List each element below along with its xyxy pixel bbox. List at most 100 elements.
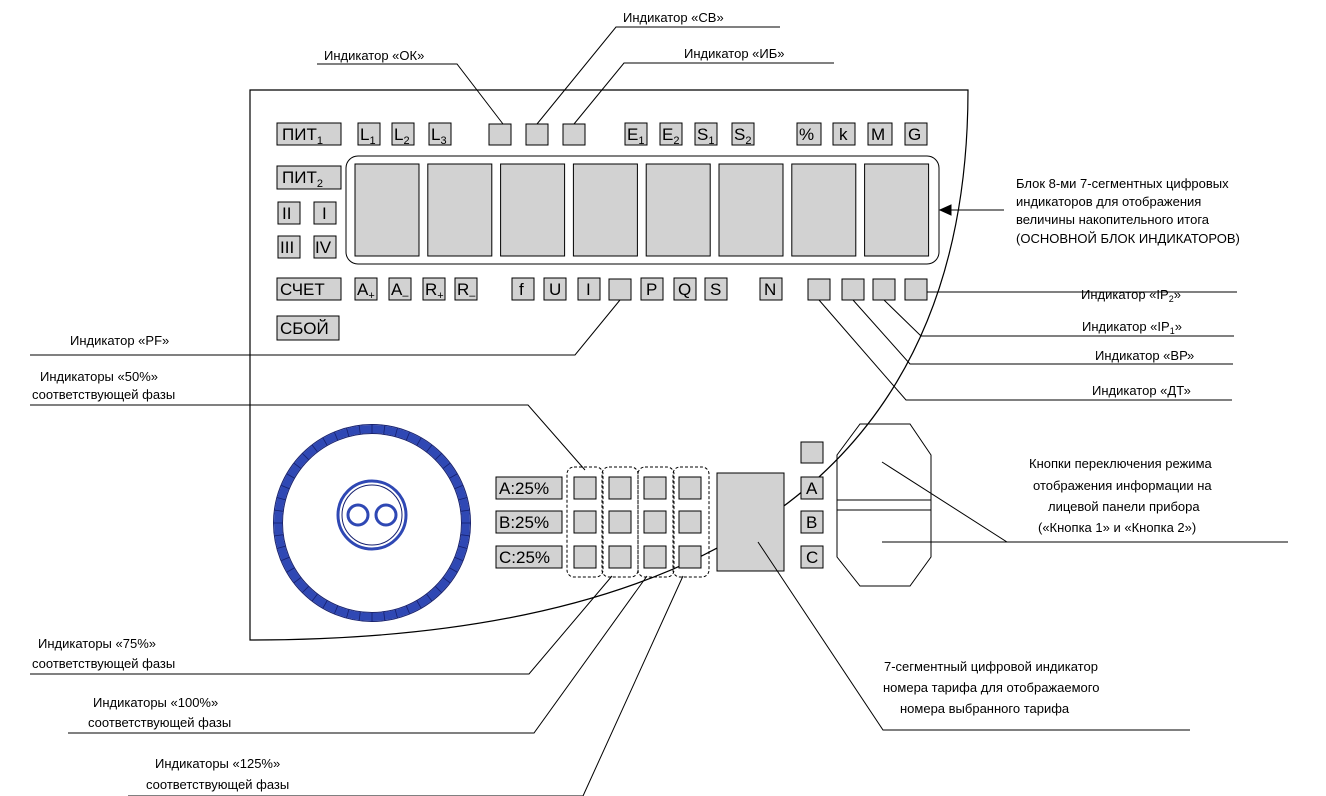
dial-tick — [449, 567, 458, 573]
ann-sv: Индикатор «СВ» — [623, 10, 724, 25]
label-e2: E — [662, 125, 673, 144]
label-p: P — [646, 280, 657, 299]
box-m-frame — [867, 122, 893, 146]
leader-main-block-arrow — [938, 204, 952, 216]
ann-ip1-end: » — [1175, 319, 1182, 334]
box-pit1-frame — [276, 122, 342, 146]
box-l1: L1 — [357, 122, 381, 147]
dial-tick — [394, 609, 398, 619]
label-s2-sub: 2 — [745, 135, 751, 147]
dial — [273, 424, 471, 622]
dial-tick — [405, 431, 411, 441]
leader-100 — [68, 575, 648, 734]
svg-text:L2: L2 — [394, 125, 410, 147]
label-u: U — [549, 280, 561, 299]
dial-tick — [322, 600, 328, 609]
dial-tick — [276, 545, 286, 549]
indicator-125-phase-c — [678, 545, 702, 569]
label-a-plus: A — [357, 280, 369, 299]
seven-segment-digit-8 — [864, 163, 930, 257]
label-phase-a: A — [806, 479, 818, 498]
leader-lines — [30, 26, 1288, 796]
svg-text:A–: A– — [391, 280, 409, 302]
dial-tick — [286, 473, 295, 479]
box-pit2: ПИТ2 — [276, 165, 342, 190]
box-g-frame — [904, 122, 928, 146]
dial-tick — [454, 556, 464, 562]
group-50 — [566, 466, 604, 578]
leader-pf — [30, 299, 621, 356]
box-phase-a: A — [800, 476, 824, 500]
box-q-frame — [673, 277, 697, 301]
ann-tariff-2: номера тарифа для отображаемого — [883, 680, 1099, 695]
indicator-pf — [608, 278, 632, 301]
phase-label-b-text: B:25% — [499, 513, 549, 532]
label-l1: L — [360, 125, 369, 144]
box-phase-1-frame — [313, 201, 337, 225]
ann-50-1: Индикаторы «50%» — [40, 369, 158, 384]
label-sboy: СБОЙ — [280, 319, 329, 338]
label-q: Q — [678, 280, 691, 299]
label-e2-sub: 2 — [673, 135, 679, 147]
indicator-ib — [562, 123, 586, 146]
dial-tick — [383, 611, 386, 621]
ann-buttons-4: («Кнопка 1» и «Кнопка 2») — [1038, 520, 1196, 535]
box-phase-1: I — [313, 201, 337, 225]
ann-125-1: Индикаторы «125%» — [155, 756, 280, 771]
label-e1-sub: 1 — [638, 135, 644, 147]
label-r-minus: R — [457, 280, 469, 299]
dial-tick — [358, 611, 361, 621]
label-s1: S — [697, 125, 708, 144]
dial-tick — [293, 462, 302, 469]
device-outline — [249, 89, 969, 641]
phase-label-a: A:25% — [495, 476, 563, 500]
seven-segment-digit-1 — [354, 163, 420, 257]
box-s1: S1 — [694, 122, 718, 147]
ann-main-block-2: индикаторов для отображения — [1016, 194, 1201, 209]
box-p: P — [640, 277, 664, 301]
ann-75-2: соответствующей фазы — [32, 656, 175, 671]
ann-ip2-sub: 2 — [1169, 294, 1174, 304]
box-phase-c-frame — [800, 545, 824, 569]
box-k: k — [832, 122, 856, 146]
tariff-indicator — [716, 472, 785, 572]
dial-inner-ring-edge — [341, 484, 403, 546]
box-a-plus: A+ — [354, 277, 378, 302]
box-r-plus-frame — [422, 277, 446, 301]
ann-main-block-3: величины накопительного итога — [1016, 212, 1210, 227]
mode-buttons[interactable] — [836, 423, 932, 587]
indicator-ip1 — [872, 278, 896, 301]
indicator-dt — [807, 278, 831, 301]
svg-text:ПИТ2: ПИТ2 — [282, 168, 323, 190]
label-phase-2: II — [282, 204, 291, 223]
box-f-frame — [511, 277, 535, 301]
seven-segment-digit-3 — [500, 163, 566, 257]
box-s: S — [704, 277, 728, 301]
indicator-100-phase-a — [643, 476, 667, 500]
dial-tick — [302, 453, 309, 460]
label-i: I — [586, 280, 591, 299]
label-schet: СЧЕТ — [280, 280, 325, 299]
dial-inner-ring — [336, 479, 408, 551]
dial-tick — [286, 567, 295, 573]
box-sboy: СБОЙ — [276, 315, 340, 341]
box-r-plus: R+ — [422, 277, 446, 302]
seven-segment-digit-6 — [718, 163, 784, 257]
label-a-minus-sub: – — [402, 290, 409, 302]
box-l2-frame — [391, 122, 415, 146]
dial-tick — [276, 497, 286, 501]
box-e1: E1 — [624, 122, 648, 147]
label-phase-4: IV — [315, 238, 332, 257]
ann-ip1-sub: 1 — [1170, 326, 1175, 336]
ann-50-2: соответствующей фазы — [32, 387, 175, 402]
box-p-frame — [640, 277, 664, 301]
ann-ip2: Индикатор «IP — [1081, 287, 1169, 302]
leader-ip1 — [883, 299, 1234, 337]
label-phase-c: C — [806, 548, 818, 567]
dial-hole-left — [346, 503, 370, 527]
ann-tariff-3: номера выбранного тарифа — [900, 701, 1070, 716]
phase-indicator-grid — [573, 476, 702, 569]
box-s-frame — [704, 277, 728, 301]
indicator-50-phase-a — [573, 476, 597, 500]
dial-tick — [274, 534, 284, 537]
